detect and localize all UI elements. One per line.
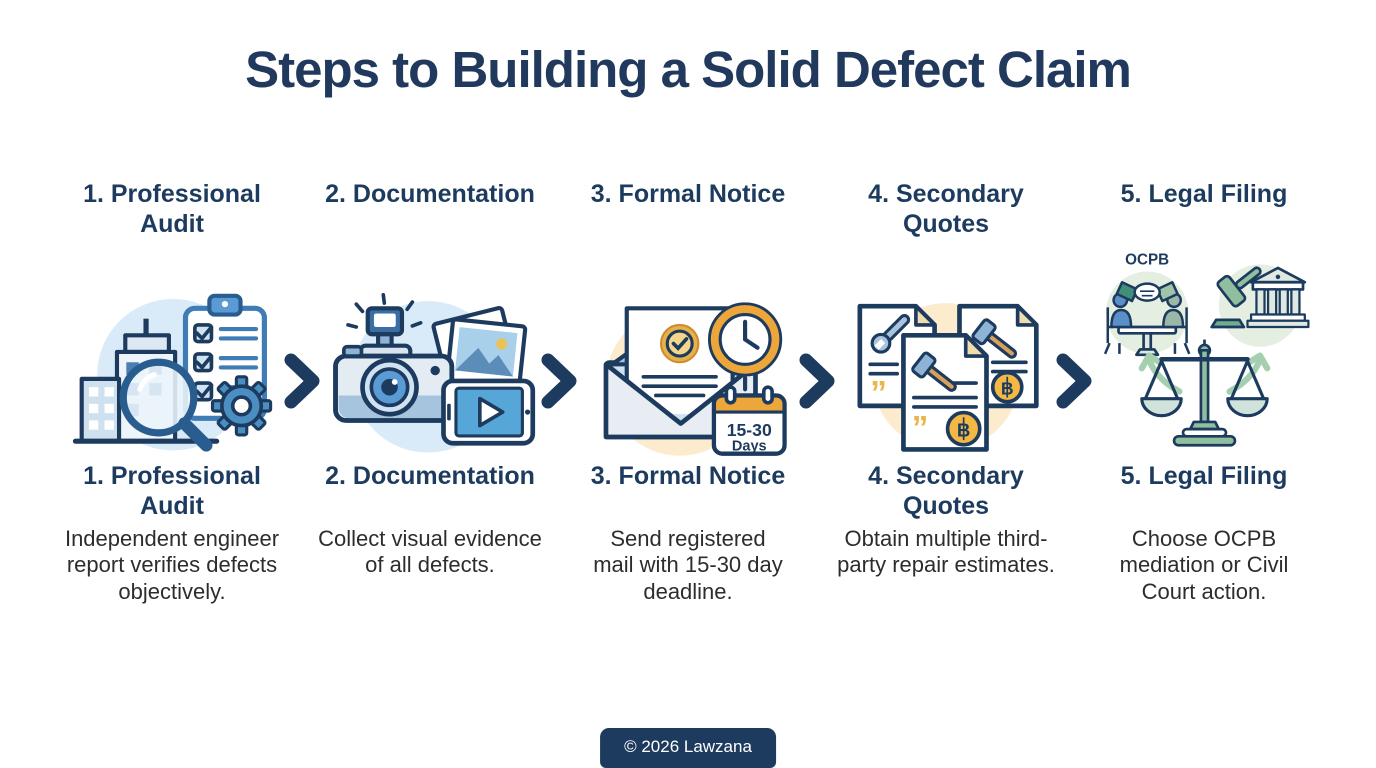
step-header: 4. Secondary Quotes (868, 180, 1024, 238)
step-header: 3. Formal Notice (590, 180, 786, 208)
step-arrow-icon (541, 353, 577, 409)
step-title: 3. Formal Notice (590, 462, 786, 490)
step-title: 5. Legal Filing (1120, 462, 1288, 490)
step-title: 4. Secondary Quotes (868, 462, 1024, 520)
svg-text:”: ” (870, 375, 887, 412)
steps-row: 1. Professional Audit (43, 180, 1333, 605)
calendar-range-text: 15-30 (727, 420, 772, 440)
repair-estimate-documents-icon: ” B (857, 303, 1039, 452)
step-arrow-icon (1056, 353, 1092, 409)
page-title: Steps to Building a Solid Defect Claim (245, 41, 1132, 98)
ocpb-label: OCPB (1125, 251, 1169, 268)
step-description: Send registered mail with 15-30 day dead… (593, 526, 783, 604)
svg-text:”: ” (912, 410, 929, 447)
step-description: Collect visual evidence of all defects. (318, 526, 542, 578)
copyright-badge: © 2026 Lawzana (600, 728, 776, 768)
building-magnifier-checklist-icon (72, 293, 273, 452)
copyright-text: © 2026 Lawzana (624, 737, 752, 756)
step-description: Independent engineer report verifies def… (64, 526, 280, 604)
step-documentation: 2. Documentation (301, 180, 559, 605)
registered-mail-deadline-icon: 15-30 Days (603, 302, 787, 456)
step-title: 1. Professional Audit (83, 462, 261, 520)
mediation-or-court-scales-icon: OCPB (1103, 251, 1310, 447)
step-header: 5. Legal Filing (1120, 180, 1288, 208)
step-description: Obtain multiple third-party repair estim… (837, 526, 1055, 578)
step-header: 1. Professional Audit (83, 180, 261, 238)
step-title: 2. Documentation (325, 462, 535, 490)
step-header: 2. Documentation (325, 180, 535, 208)
step-secondary-quotes: 4. Secondary Quotes (817, 180, 1075, 605)
step-professional-audit: 1. Professional Audit (43, 180, 301, 605)
step-arrow-icon (284, 353, 320, 409)
step-arrow-icon (799, 353, 835, 409)
calendar-days-text: Days (732, 439, 767, 455)
step-description: Choose OCPB mediation or Civil Court act… (1119, 526, 1289, 604)
camera-photos-video-icon (333, 292, 536, 453)
step-legal-filing: 5. Legal Filing OCPB (1075, 180, 1333, 605)
step-formal-notice: 3. Formal Notice (559, 180, 817, 605)
